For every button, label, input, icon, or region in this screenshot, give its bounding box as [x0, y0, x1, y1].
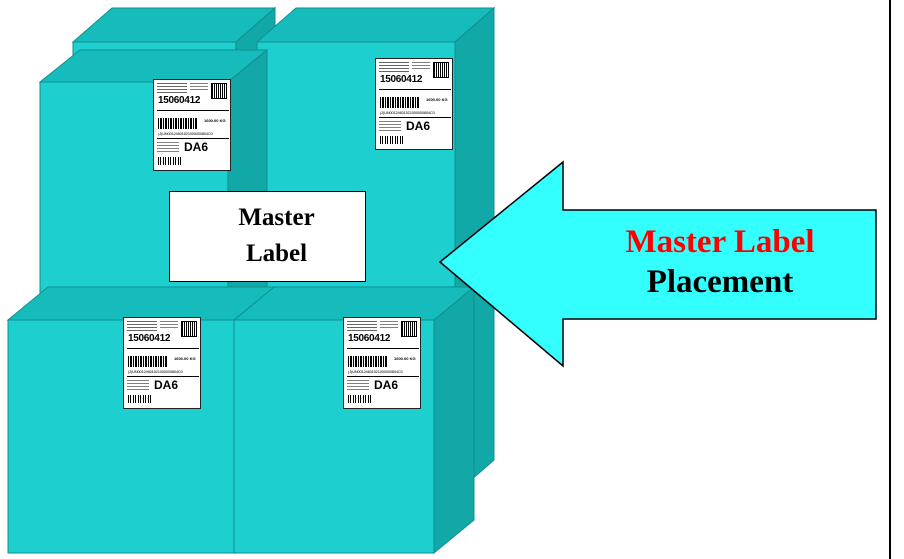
- label-weight: 1600.00 KG: [174, 356, 196, 361]
- label-weight: 1600.00 KG: [426, 97, 448, 102]
- barcode: [128, 356, 168, 367]
- shipping-label: 15060412 1600.00 KG (J)UN001246015210000…: [375, 58, 453, 150]
- divider-line: [889, 0, 891, 559]
- label-code: DA6: [154, 378, 179, 392]
- master-label-line1: Master: [238, 204, 315, 231]
- arrow-caption-subtitle: Placement: [646, 264, 794, 300]
- shipping-label: 15060412 1600.00 KG (J)UN001246015210000…: [153, 79, 231, 171]
- label-number: 15060412: [348, 333, 391, 344]
- barcode: [380, 97, 420, 108]
- barcode: [380, 136, 404, 144]
- barcode-text: (J)UN00124601521000000804C0: [380, 110, 435, 115]
- barcode: [348, 395, 372, 403]
- arrow-caption-title: Master Label: [625, 224, 815, 260]
- barcode: [158, 157, 182, 165]
- shipping-label: 15060412 1600.00 KG (J)UN001246015210000…: [343, 317, 421, 409]
- barcode: [348, 356, 388, 367]
- label-code: DA6: [184, 140, 209, 154]
- placement-arrow: [438, 160, 877, 368]
- label-number: 15060412: [380, 74, 423, 85]
- label-code: DA6: [406, 119, 431, 133]
- barcode: [128, 395, 152, 403]
- barcode-text: (J)UN00124601521000000804C0: [158, 131, 213, 136]
- label-weight: 1600.00 KG: [204, 118, 226, 123]
- barcode-text: (J)UN00124601521000000804C0: [348, 369, 403, 374]
- shipping-label: 15060412 1600.00 KG (J)UN001246015210000…: [123, 317, 201, 409]
- label-number: 15060412: [128, 333, 171, 344]
- label-weight: 1600.00 KG: [394, 356, 416, 361]
- label-number: 15060412: [158, 95, 201, 106]
- barcode: [158, 118, 198, 129]
- master-label-line2: Label: [245, 240, 308, 267]
- barcode-text: (J)UN00124601521000000804C0: [128, 369, 183, 374]
- label-code: DA6: [374, 378, 399, 392]
- master-label-box: Master Label: [169, 191, 366, 282]
- arrow-caption: Master Label Placement: [560, 222, 880, 302]
